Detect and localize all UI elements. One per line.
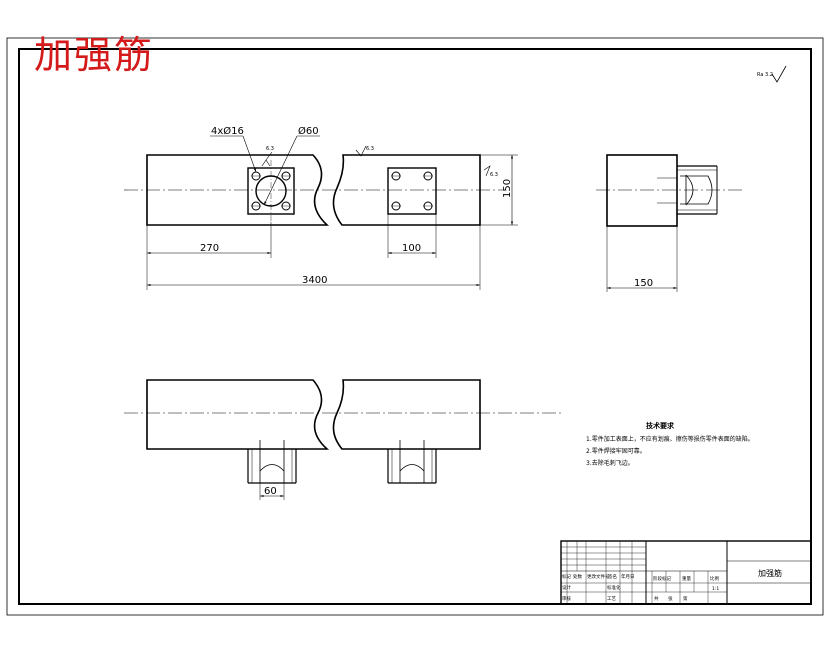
- title-block: [560, 540, 812, 605]
- tb-standardize: 标准化: [607, 584, 621, 591]
- tb-part-name: 加强筋: [758, 568, 782, 578]
- tb-stage: 阶段标记: [653, 575, 671, 582]
- tb-scale-value: 1:1: [712, 586, 719, 592]
- dim-width-150: 150: [634, 278, 653, 289]
- dim-270: 270: [200, 243, 219, 254]
- dim-height-150: 150: [502, 179, 513, 198]
- tb-change-doc: 更改文件号: [587, 573, 610, 580]
- side-view: 150: [596, 154, 742, 292]
- pipe-left: 60: [247, 440, 297, 500]
- roughness-front: 6.3: [266, 146, 274, 152]
- tb-scale: 比例: [710, 575, 719, 582]
- title-block-text: 标记 处数 更改文件号 签名 年月日 设计 标准化 审核 工艺 阶段标记 重量 …: [562, 568, 782, 602]
- inner-frame: [18, 48, 812, 605]
- dim-bore: Ø60: [298, 125, 319, 137]
- roughness-top: 6.3: [366, 146, 374, 152]
- dim-pipe-60: 60: [264, 486, 277, 497]
- roughness-symbol-corner: Ra 3.2: [757, 65, 787, 83]
- dim-100: 100: [402, 243, 421, 254]
- tb-process: 工艺: [607, 596, 616, 602]
- technical-notes: 技术要求 1.零件加工表面上，不应有划痕、擦伤等损伤零件表面的缺陷。 2.零件焊…: [586, 421, 754, 467]
- notes-heading: 技术要求: [646, 421, 675, 430]
- tb-mark: 标记: [562, 573, 571, 580]
- front-view: 4xØ16 Ø60 6.3 6.3 6.3 270 100 3400 150: [124, 125, 518, 290]
- dim-3400: 3400: [302, 275, 327, 286]
- note-3: 3.去除毛刺飞边。: [586, 459, 634, 467]
- dim-holes: 4xØ16: [211, 125, 244, 137]
- note-2: 2.零件焊接牢固可靠。: [586, 447, 646, 455]
- tb-sheet-no: 第: [683, 595, 688, 602]
- bottom-view: 60: [124, 379, 564, 500]
- tb-review: 审核: [562, 595, 571, 602]
- tb-sheet-total: 共: [654, 595, 659, 602]
- roughness-right: 6.3: [490, 172, 498, 178]
- roughness-corner-label: Ra 3.2: [757, 72, 773, 78]
- outer-border: [6, 37, 824, 616]
- tb-design: 设计: [562, 584, 571, 591]
- part-title-stamp: 加强筋: [34, 33, 155, 77]
- tb-weight: 重量: [682, 575, 691, 582]
- tb-count: 处数: [573, 573, 582, 580]
- tb-sign: 签名: [608, 573, 617, 580]
- tb-sheet-unit: 张: [668, 595, 673, 602]
- pipe-right: [387, 440, 437, 484]
- tb-date: 年月日: [621, 573, 635, 580]
- flange-right: [387, 167, 437, 215]
- note-1: 1.零件加工表面上，不应有划痕、擦伤等损伤零件表面的缺陷。: [586, 435, 754, 443]
